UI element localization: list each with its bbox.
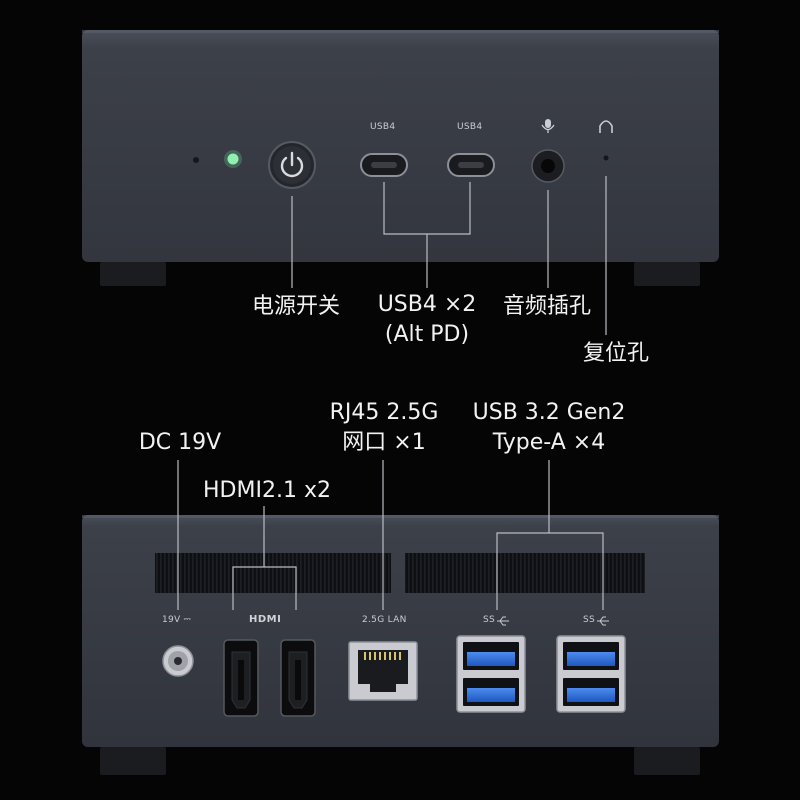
power-icon xyxy=(280,151,304,178)
power-led xyxy=(227,153,239,165)
dc-port-label: 19V ⎓ xyxy=(162,615,192,625)
microphone-icon xyxy=(541,119,555,133)
headphone-icon xyxy=(599,120,613,133)
audio-jack[interactable] xyxy=(531,149,565,183)
front-leader-lines xyxy=(291,176,607,335)
front-foot-right xyxy=(634,262,700,286)
callout-usb-a: USB 3.2 Gen2 Type-A ×4 xyxy=(468,398,630,458)
vent-left xyxy=(155,553,391,593)
lan-port-label: 2.5G LAN xyxy=(362,615,407,625)
usb-a-stack-2[interactable] xyxy=(556,635,626,713)
callout-rj45-line2: 网口 ×1 xyxy=(342,430,426,455)
usb-a-stack-1[interactable] xyxy=(456,635,526,713)
vent-right xyxy=(405,553,645,593)
usb4-port-2[interactable] xyxy=(447,153,495,177)
callout-usb4-line2: (Alt PD) xyxy=(384,322,470,347)
usb4-port-label-2: USB4 xyxy=(457,122,483,132)
usb4-port-label-1: USB4 xyxy=(370,122,396,132)
callout-hdmi: HDMI2.1 x2 xyxy=(203,478,331,503)
callout-reset-hole: 复位孔 xyxy=(582,341,649,366)
callout-usb-a-line1: USB 3.2 Gen2 xyxy=(472,400,626,425)
rj45-port[interactable] xyxy=(348,641,418,701)
dc-jack[interactable] xyxy=(162,645,194,677)
usb-superspeed-icon xyxy=(497,616,609,626)
callout-dc-19v: DC 19V xyxy=(138,430,222,455)
front-device xyxy=(82,30,719,286)
front-foot-left xyxy=(100,262,166,286)
reset-hole[interactable] xyxy=(603,155,609,161)
rear-foot-left xyxy=(100,747,166,775)
hdmi-logo: HDMI xyxy=(249,614,282,625)
usb-ss-label-2: SS xyxy=(583,615,596,625)
rear-leader-lines xyxy=(177,460,604,610)
hdmi-port-1[interactable] xyxy=(223,639,259,717)
hdmi-port-2[interactable] xyxy=(280,639,316,717)
callout-usb4-line1: USB4 ×2 xyxy=(377,292,477,317)
callout-usb4: USB4 ×2 (Alt PD) xyxy=(372,290,482,350)
rear-foot-right xyxy=(634,747,700,775)
usb-ss-label-1: SS xyxy=(483,615,496,625)
front-sensor-hole xyxy=(193,157,199,163)
callout-rj45: RJ45 2.5G 网口 ×1 xyxy=(322,398,446,458)
callout-power-switch: 电源开关 xyxy=(252,294,341,319)
front-chassis xyxy=(82,30,719,262)
usb4-port-1[interactable] xyxy=(360,153,408,177)
rear-device xyxy=(82,515,719,775)
power-button[interactable] xyxy=(268,141,316,189)
callout-audio-jack: 音频插孔 xyxy=(502,294,591,319)
callout-usb-a-line2: Type-A ×4 xyxy=(492,430,606,455)
callout-rj45-line1: RJ45 2.5G xyxy=(329,400,439,425)
